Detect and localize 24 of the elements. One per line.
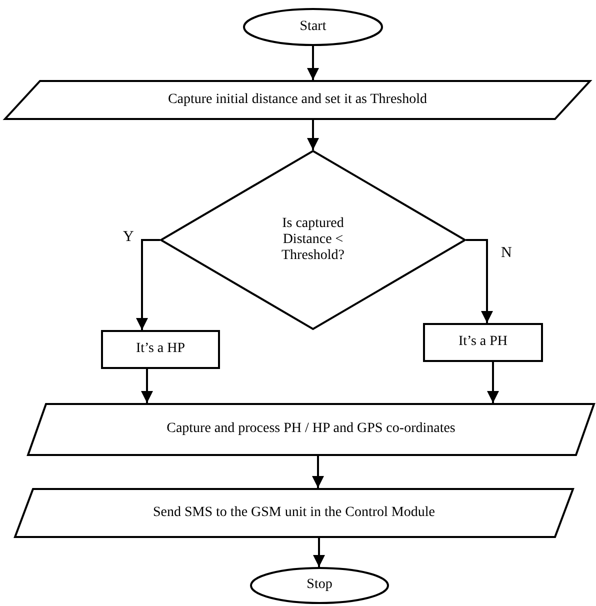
arrow [141,369,153,403]
node-label: Stop [306,577,332,594]
terminator-ellipse [243,8,383,46]
arrow [307,120,319,150]
decision-diamond [160,150,466,330]
arrow [312,456,324,488]
terminator-ellipse [250,567,389,604]
node-label: It’s a HP [136,341,185,358]
node-label: Capture initial distance and set it as Threshold [168,92,428,108]
node-label: Send SMS to the GSM unit in the Control Module [153,504,435,522]
process-box [423,323,543,362]
arrow [487,362,499,403]
arrow [307,46,319,80]
node-label: It’s a PH [458,334,508,351]
io-parallelogram [28,403,594,456]
arrow [136,239,160,330]
process-box [101,330,220,369]
io-parallelogram [5,80,590,120]
arrow [313,538,325,567]
io-parallelogram [15,488,573,538]
arrow [466,239,493,323]
node-label: Start [300,18,326,36]
node-label: Is captured Distance < Threshold? [280,216,346,264]
node-label: Capture and process PH / HP and GPS co-ordinates [166,421,456,438]
